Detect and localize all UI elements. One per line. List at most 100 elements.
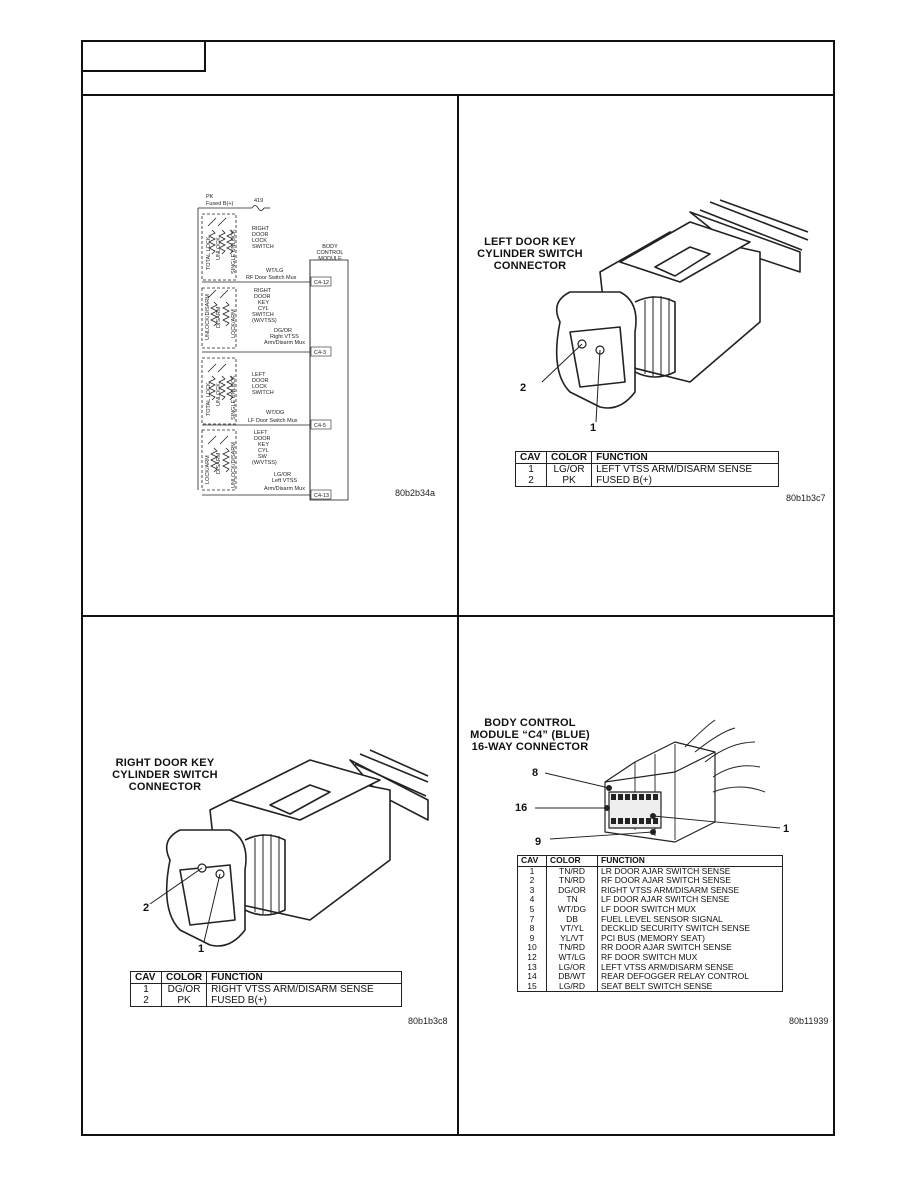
pinout-table: CAV COLOR FUNCTION 1 LG/OR LEFT VTSS ARM…: [515, 451, 779, 487]
switch-1-pin: C4-12: [314, 280, 329, 286]
table-row: 2 PK FUSED B(+): [515, 475, 779, 487]
switch-4-name-5: SW: [258, 454, 268, 460]
switch-1-wire: WT/LG: [266, 268, 283, 274]
switch-3-name-2: DOOR: [252, 378, 269, 384]
switch-2-name-1: RIGHT: [254, 288, 272, 294]
cell-function: LR DOOR AJAR SWITCH SENSE: [597, 866, 783, 877]
callout-1: 1: [198, 943, 205, 955]
cell-cav: 1: [515, 463, 547, 475]
figure-id: 80b11939: [789, 1016, 829, 1026]
switch-1-contact-1: TOTAL LOCK: [206, 236, 212, 270]
cell-cav: 2: [130, 995, 162, 1007]
switch-2-wire: DG/OR: [274, 328, 292, 334]
callout-16: 16: [515, 802, 528, 814]
connector-drawing: [149, 749, 429, 947]
switch-2-name-6: (W/VTSS): [252, 318, 277, 324]
switch-4-contact-3: UNLOCK/DISARM: [231, 442, 237, 488]
header-tab-box: [81, 40, 206, 72]
switch-4-name-6: (W/VTSS): [252, 460, 277, 466]
cell-function: FUSED B(+): [206, 995, 402, 1007]
col-cav: CAV: [515, 451, 547, 464]
cell-function: LF DOOR SWITCH MUX: [597, 904, 783, 915]
switch-2-contact-1: UNLOCK/DISARM: [205, 294, 211, 340]
switch-1-contact-3: SINGLE UNLOCK: [231, 229, 237, 274]
switch-2-name-3: KEY: [258, 300, 269, 306]
switch-2-name-4: CYL: [258, 306, 269, 312]
switch-1-contact-2: UNLOCK: [216, 237, 222, 260]
cell-function: DECKLID SECURITY SWITCH SENSE: [597, 924, 783, 934]
cell-function: RIGHT VTSS ARM/DISARM SENSE: [206, 983, 402, 995]
switch-1-circuit: RF Door Switch Mux: [246, 275, 297, 281]
cell-color: DG/OR: [160, 983, 208, 995]
switch-3-name-1: LEFT: [252, 372, 266, 378]
connector-title: BODY CONTROL MODULE “C4” (BLUE) 16-WAY C…: [470, 717, 590, 753]
column-divider: [457, 94, 459, 1136]
switch-4-circuit-1: Left VTSS: [272, 478, 297, 484]
switch-4-name-2: DOOR: [254, 436, 271, 442]
cell-function: RF DOOR AJAR SWITCH SENSE: [597, 876, 783, 886]
switch-2-name-5: SWITCH: [252, 312, 274, 318]
callout-9: 9: [535, 836, 542, 848]
switch-2-circuit-1: Right VTSS: [270, 334, 299, 340]
switch-4-circuit-2: Arm/Disarm Mux: [264, 486, 305, 492]
switch-3-name-4: SWITCH: [252, 390, 274, 396]
cell-function: REAR DEFOGGER RELAY CONTROL: [597, 972, 783, 982]
wiring-diagram-labels: PK Fused B(+) 419 BODY CONTROL MODULE RI…: [205, 194, 344, 499]
cell-function: FUEL LEVEL SENSOR SIGNAL: [597, 914, 783, 925]
pinout-table: CAV COLOR FUNCTION 1 DG/OR RIGHT VTSS AR…: [130, 971, 402, 1007]
col-cav: CAV: [517, 855, 547, 867]
cell-function: SEAT BELT SWITCH SENSE: [597, 981, 783, 993]
col-function: FUNCTION: [206, 971, 402, 984]
title-line-1: RIGHT DOOR KEY: [115, 757, 215, 769]
cell-function: RR DOOR AJAR SWITCH SENSE: [597, 943, 783, 953]
table-row: 2 PK FUSED B(+): [130, 995, 402, 1007]
callout-1: 1: [783, 823, 790, 835]
switch-2-contact-2: DISARM: [216, 306, 222, 328]
module-label-2: CONTROL: [317, 250, 344, 256]
title-line-1: BODY CONTROL: [484, 717, 576, 729]
col-function: FUNCTION: [591, 451, 779, 464]
switch-3-name-3: LOCK: [252, 384, 267, 390]
cell-function: LEFT VTSS ARM/DISARM SENSE: [597, 962, 783, 973]
table-row: 1 LG/OR LEFT VTSS ARM/DISARM SENSE: [515, 463, 779, 475]
cell-color: LG/RD: [546, 981, 598, 993]
cell-cav: 15: [517, 981, 547, 993]
cell-function: LEFT VTSS ARM/DISARM SENSE: [591, 463, 779, 475]
col-color: COLOR: [160, 971, 208, 984]
wiring-diagram: [197, 205, 349, 501]
title-line-3: 16-WAY CONNECTOR: [471, 741, 589, 753]
title-line-2: CYLINDER SWITCH: [477, 248, 583, 260]
title-line-3: CONNECTOR: [493, 260, 567, 272]
cell-function: LF DOOR AJAR SWITCH SENSE: [597, 895, 783, 905]
col-cav: CAV: [130, 971, 162, 984]
switch-1-name-2: DOOR: [252, 232, 269, 238]
connector-title: RIGHT DOOR KEY CYLINDER SWITCH CONNECTOR: [100, 757, 230, 793]
fuse-number: 419: [254, 198, 263, 204]
connector-title: LEFT DOOR KEY CYLINDER SWITCH CONNECTOR: [465, 236, 595, 272]
col-function: FUNCTION: [597, 855, 783, 867]
supply-circuit-label: Fused B(+): [206, 201, 234, 207]
col-color: COLOR: [545, 451, 593, 464]
switch-2-contact-3: LOCK/ARM: [231, 309, 237, 338]
figure-id: 80b1b3c7: [786, 493, 826, 503]
cell-function: FUSED B(+): [591, 475, 779, 487]
switch-1-name-3: LOCK: [252, 238, 267, 244]
switch-4-name-4: CYL: [258, 448, 269, 454]
switch-3-circuit: LF Door Switch Mux: [248, 418, 298, 424]
callout-8: 8: [532, 767, 539, 779]
cell-cav: 2: [515, 475, 547, 487]
switch-4-pin: C4-13: [314, 493, 329, 499]
switch-4-name-1: LEFT: [254, 430, 268, 436]
